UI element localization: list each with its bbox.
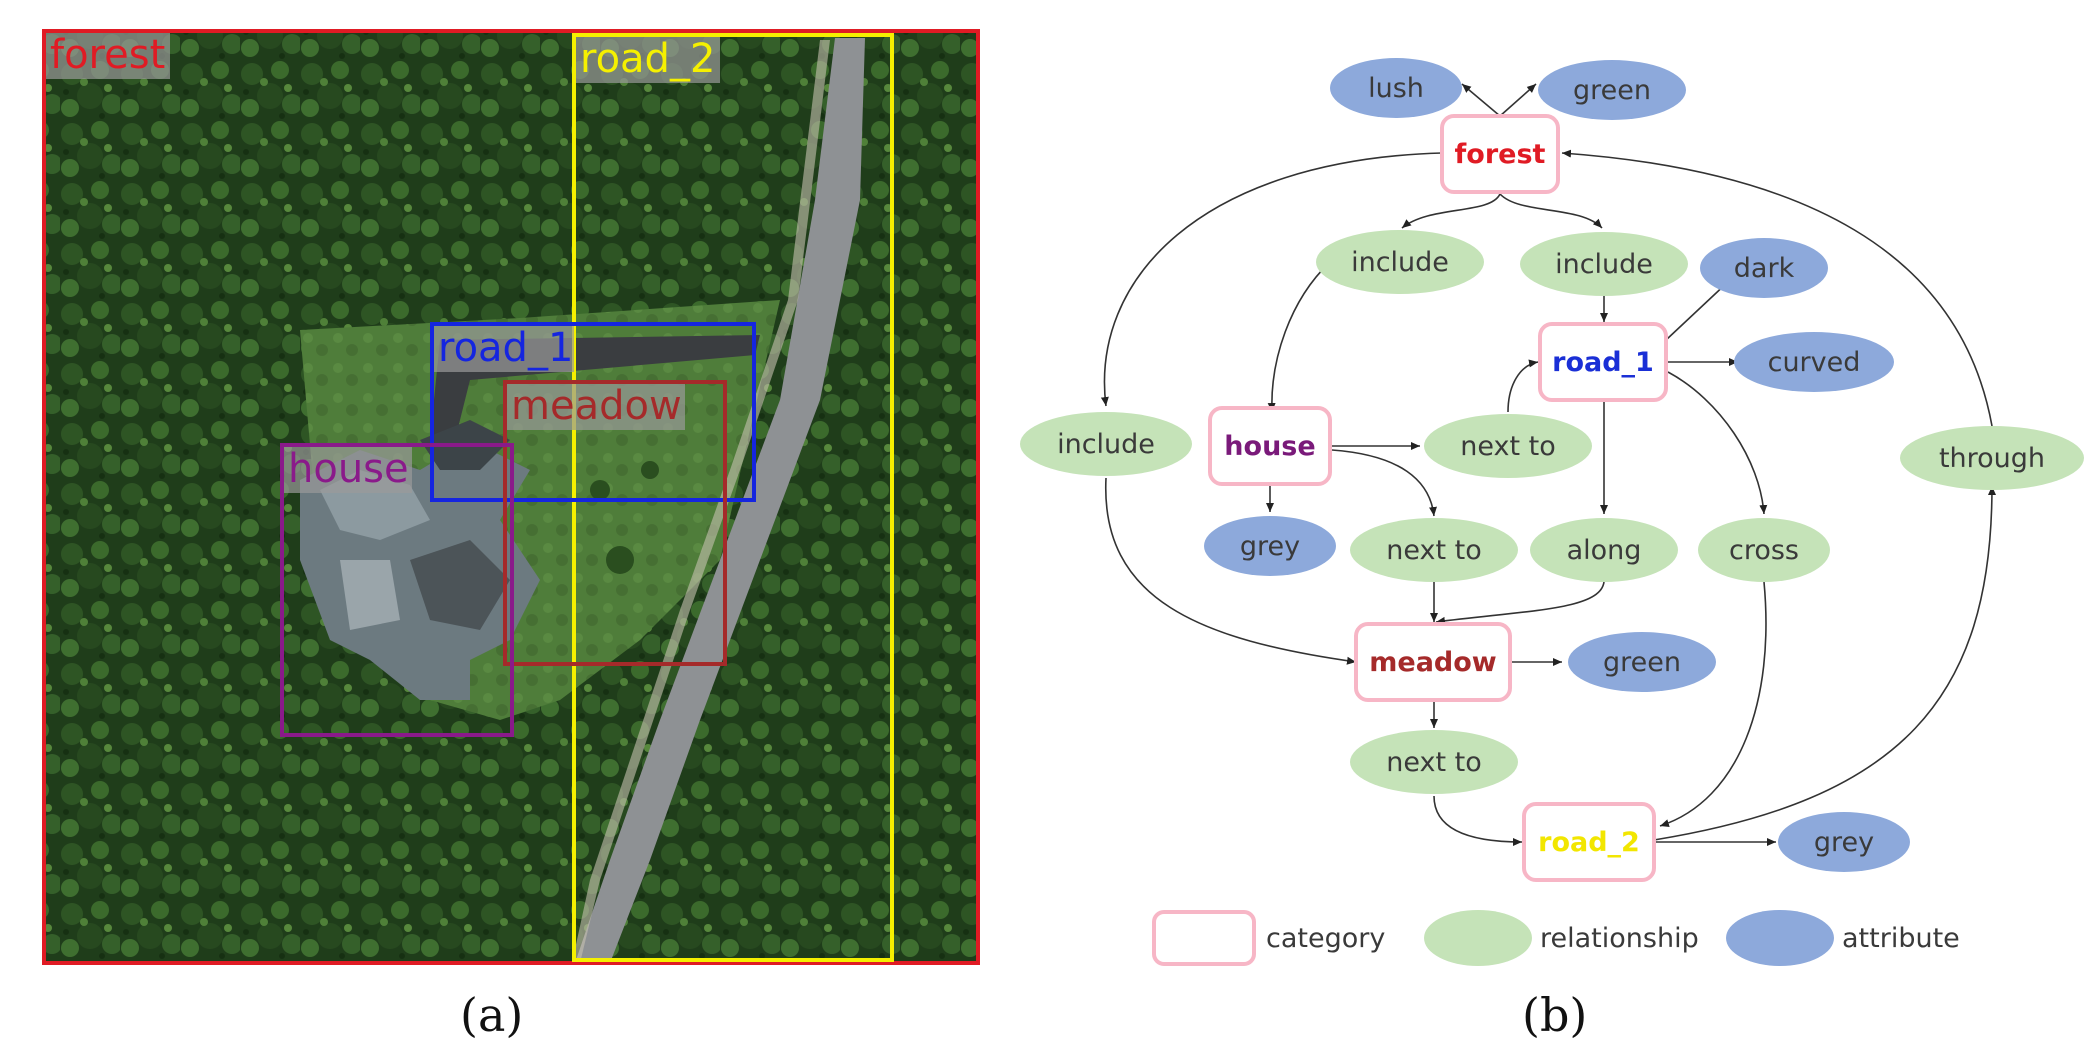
meadow-tree	[590, 480, 610, 500]
relationship-label-through: through	[1939, 443, 2045, 474]
attribute-node-dark	[1700, 238, 1828, 298]
attribute-node-grey-road2	[1778, 812, 1910, 872]
category-node-road2	[1522, 802, 1656, 882]
relationship-label-nextto-road1: next to	[1460, 431, 1556, 462]
attribute-label-green-meadow: green	[1603, 647, 1681, 678]
attribute-nodes: lush green dark curved grey green grey	[1204, 58, 1910, 872]
edge-through-forest	[1561, 149, 1993, 427]
attribute-node-grey-house	[1204, 516, 1336, 576]
attribute-node-green-meadow	[1568, 632, 1716, 692]
category-node-forest	[1440, 114, 1560, 194]
meadow-box-label: meadow	[511, 383, 682, 429]
attribute-node-curved	[1734, 332, 1894, 392]
legend: category relationship attribute	[1152, 910, 1960, 966]
relationship-label-nextto-road2: next to	[1386, 747, 1482, 778]
attribute-label-dark: dark	[1734, 253, 1795, 284]
relationship-label-cross: cross	[1729, 535, 1799, 566]
main-road-edge	[572, 40, 830, 963]
panel-b-label: (b)	[1522, 988, 1588, 1042]
meadow-label-bg	[507, 384, 685, 430]
attribute-label-green-forest: green	[1573, 75, 1651, 106]
relationship-label-along: along	[1567, 535, 1642, 566]
legend-category-label: category	[1266, 923, 1385, 954]
house-label-bg	[284, 447, 412, 493]
edge-forest-include-house	[1401, 193, 1501, 229]
relationship-label-include-meadow: include	[1057, 429, 1155, 460]
road-1-box-label: road_1	[438, 325, 573, 371]
house-box	[280, 443, 514, 737]
road-1-label-bg	[434, 326, 574, 372]
category-node-house	[1208, 406, 1332, 486]
edge-cross-road2	[1659, 581, 1767, 828]
category-label-forest: forest	[1455, 139, 1546, 170]
edge-house-nextto-meadow	[1331, 449, 1437, 517]
aerial-image-panel: forest road_2 road_1 meadow house	[42, 29, 980, 965]
attribute-node-lush	[1330, 58, 1462, 118]
relationship-node-include-road1	[1520, 232, 1688, 296]
category-nodes: forest road_1 house meadow road_2	[1208, 114, 1668, 882]
category-label-road1: road_1	[1552, 347, 1654, 378]
edge-forest-include-meadow	[1100, 152, 1443, 407]
edge-include-house	[1267, 261, 1331, 413]
relationship-label-include-road1: include	[1555, 249, 1653, 280]
edge-forest-include-road1	[1499, 193, 1603, 229]
relationship-label-include-house: include	[1351, 247, 1449, 278]
panel-a-label: (a)	[460, 988, 524, 1042]
relationship-node-nextto-meadow	[1350, 518, 1518, 582]
attribute-label-grey-road2: grey	[1814, 827, 1874, 858]
road-2-label-bg	[576, 37, 720, 83]
legend-attribute-swatch	[1726, 910, 1834, 966]
meadow-tree	[606, 546, 634, 574]
relationship-node-cross	[1698, 518, 1830, 582]
meadow-box	[503, 380, 727, 666]
edge-forest-green	[1499, 83, 1537, 117]
category-label-meadow: meadow	[1369, 647, 1497, 678]
relationship-node-include-house	[1316, 230, 1484, 294]
attribute-label-lush: lush	[1368, 73, 1424, 104]
forest-box	[42, 29, 980, 965]
category-node-road1	[1538, 322, 1668, 402]
relationship-node-through	[1900, 426, 2084, 490]
legend-category-swatch	[1152, 910, 1256, 966]
forest-box-label: forest	[50, 32, 165, 78]
edge-forest-lush	[1461, 83, 1501, 117]
relationship-nodes: include include include next to next to …	[1020, 230, 2084, 794]
road-2-box	[572, 33, 894, 962]
attribute-node-green-forest	[1538, 60, 1686, 120]
relationship-node-include-meadow	[1020, 412, 1192, 476]
house-box-label: house	[288, 446, 409, 492]
edge-road2-through	[1653, 485, 1996, 841]
graph-edges	[1100, 83, 1996, 846]
legend-relationship-swatch	[1424, 910, 1532, 966]
legend-relationship-label: relationship	[1540, 923, 1699, 954]
attribute-label-grey-house: grey	[1240, 531, 1300, 562]
relationship-node-along	[1530, 518, 1678, 582]
legend-attribute-label: attribute	[1842, 923, 1960, 954]
category-label-road2: road_2	[1538, 827, 1640, 858]
relationship-node-nextto-road2	[1350, 730, 1518, 794]
road-1-box	[430, 322, 756, 502]
attribute-label-curved: curved	[1768, 347, 1861, 378]
relationship-label-nextto-meadow: next to	[1386, 535, 1482, 566]
meadow-tree	[641, 461, 659, 479]
edge-road1-cross	[1667, 371, 1768, 515]
edge-road1-dark	[1665, 279, 1731, 341]
edge-nextto-road1	[1507, 359, 1539, 413]
category-label-house: house	[1224, 431, 1315, 462]
main-road	[575, 38, 865, 963]
edge-include-meadow-node	[1105, 477, 1357, 665]
category-node-meadow	[1354, 622, 1512, 702]
edge-nextto-road2	[1433, 795, 1523, 846]
relationship-node-nextto-road1	[1424, 414, 1592, 478]
road-2-box-label: road_2	[580, 36, 715, 82]
forest-label-bg	[46, 33, 170, 79]
edge-along-meadow	[1435, 581, 1605, 625]
